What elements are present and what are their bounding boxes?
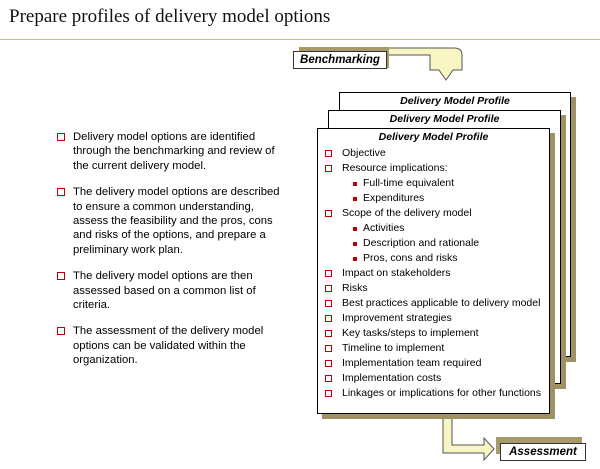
checkbox-bullet-icon bbox=[325, 285, 332, 292]
bullet-text: The delivery model options are described… bbox=[73, 186, 280, 256]
bullet-item: The delivery model options are described… bbox=[57, 185, 287, 257]
square-bullet-icon bbox=[353, 227, 357, 231]
profile-subitem: Pros, cons and risks bbox=[353, 251, 549, 266]
checkbox-bullet-icon bbox=[325, 330, 332, 337]
profile-item-label: Best practices applicable to delivery mo… bbox=[342, 297, 541, 309]
profile-item: Objective bbox=[325, 146, 549, 161]
bullet-item: The delivery model options are then asse… bbox=[57, 269, 287, 312]
profile-item-label: Objective bbox=[342, 147, 386, 159]
profile-subitem: Description and rationale bbox=[353, 236, 549, 251]
profile-subitem: Expenditures bbox=[353, 191, 549, 206]
checkbox-bullet-icon bbox=[57, 133, 65, 141]
checkbox-bullet-icon bbox=[325, 315, 332, 322]
profile-item-label: Implementation costs bbox=[342, 372, 442, 384]
profile-subitem-label: Full-time equivalent bbox=[363, 177, 455, 189]
profile-item: Implementation costs bbox=[325, 371, 549, 386]
input-arrow bbox=[384, 47, 463, 81]
checkbox-bullet-icon bbox=[325, 345, 332, 352]
checkbox-bullet-icon bbox=[325, 210, 332, 217]
profile-card-title: Delivery Model Profile bbox=[378, 131, 489, 143]
square-bullet-icon bbox=[353, 242, 357, 246]
profile-subitem: Activities bbox=[353, 221, 549, 236]
profile-item: Key tasks/steps to implement bbox=[325, 326, 549, 341]
profile-item: Improvement strategies bbox=[325, 311, 549, 326]
profile-item: Implementation team required bbox=[325, 356, 549, 371]
title-divider bbox=[0, 39, 600, 40]
profile-item-label: Implementation team required bbox=[342, 357, 482, 369]
profile-item-label: Resource implications: bbox=[342, 162, 448, 174]
profile-item-label: Risks bbox=[342, 282, 368, 294]
profile-card-title: Delivery Model Profile bbox=[400, 95, 510, 107]
checkbox-bullet-icon bbox=[325, 390, 332, 397]
checkbox-bullet-icon bbox=[57, 272, 65, 281]
profile-item: Scope of the delivery model bbox=[325, 206, 549, 221]
checkbox-bullet-icon bbox=[325, 270, 332, 277]
checkbox-bullet-icon bbox=[325, 165, 332, 172]
description-bullets: Delivery model options are identified th… bbox=[57, 130, 287, 380]
profile-card-front: Delivery Model Profile Objective Resourc… bbox=[317, 128, 550, 414]
profile-subitem-label: Description and rationale bbox=[363, 237, 480, 249]
bullet-text: Delivery model options are identified th… bbox=[73, 131, 275, 172]
bullet-text: The delivery model options are then asse… bbox=[73, 270, 256, 312]
profile-item: Best practices applicable to delivery mo… bbox=[325, 296, 549, 311]
profile-item-label: Improvement strategies bbox=[342, 312, 452, 324]
assessment-label: Assessment bbox=[500, 443, 586, 461]
profile-item-label: Key tasks/steps to implement bbox=[342, 327, 479, 339]
square-bullet-icon bbox=[353, 257, 357, 261]
checkbox-bullet-icon bbox=[57, 188, 65, 197]
profile-item: Risks bbox=[325, 281, 549, 296]
bullet-text: The assessment of the delivery model opt… bbox=[73, 325, 264, 367]
square-bullet-icon bbox=[353, 197, 357, 201]
profile-item-label: Timeline to implement bbox=[342, 342, 445, 354]
profile-card-title: Delivery Model Profile bbox=[389, 113, 500, 125]
profile-item: Linkages or implications for other funct… bbox=[325, 386, 549, 401]
profile-subitem-label: Pros, cons and risks bbox=[363, 252, 458, 264]
profile-item: Timeline to implement bbox=[325, 341, 549, 356]
checkbox-bullet-icon bbox=[325, 360, 332, 367]
checkbox-bullet-icon bbox=[325, 150, 332, 157]
profile-item-label: Scope of the delivery model bbox=[342, 207, 472, 219]
benchmarking-label: Benchmarking bbox=[293, 51, 387, 69]
checkbox-bullet-icon bbox=[57, 327, 65, 336]
profile-item-label: Linkages or implications for other funct… bbox=[342, 387, 542, 399]
square-bullet-icon bbox=[353, 182, 357, 186]
checkbox-bullet-icon bbox=[325, 300, 332, 307]
output-arrow bbox=[442, 411, 495, 462]
profile-subitem-label: Activities bbox=[363, 222, 405, 234]
checkbox-bullet-icon bbox=[325, 375, 332, 382]
page-title: Prepare profiles of delivery model optio… bbox=[9, 6, 331, 27]
bullet-item: The assessment of the delivery model opt… bbox=[57, 324, 287, 367]
profile-subitem: Full-time equivalent bbox=[353, 176, 549, 191]
bullet-item: Delivery model options are identified th… bbox=[57, 130, 287, 173]
profile-item: Resource implications: bbox=[325, 161, 549, 176]
profile-item-label: Impact on stakeholders bbox=[342, 267, 451, 279]
profile-item: Impact on stakeholders bbox=[325, 266, 549, 281]
profile-subitem-label: Expenditures bbox=[363, 192, 425, 204]
